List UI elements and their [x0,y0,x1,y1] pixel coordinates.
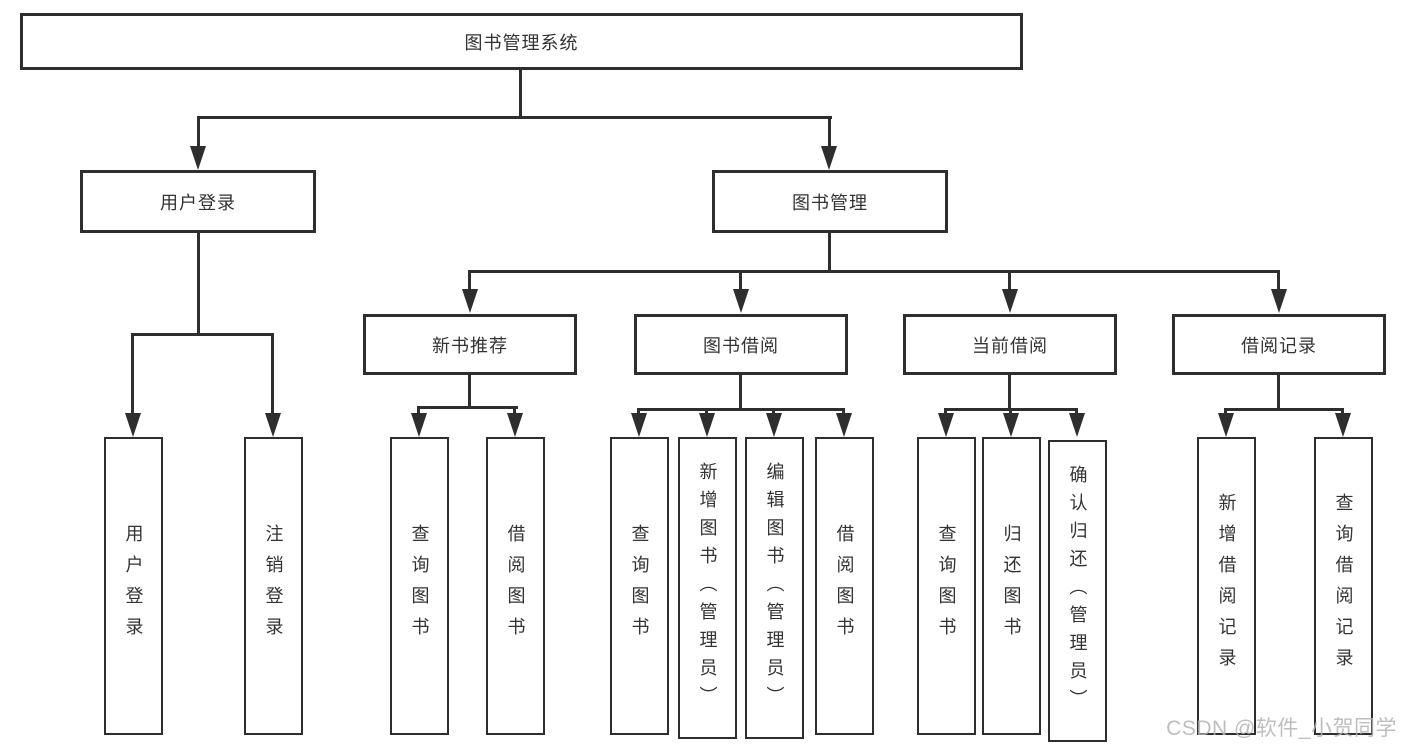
leaf-query-borrow-record: 查询借阅记录 [1314,437,1373,735]
down-arrowhead-icon [1271,289,1287,313]
connector-bookmgmt-stem [828,233,831,273]
node-label: 借阅图书 [505,524,526,648]
connector-bookborrow-stem [739,374,742,411]
node-label: 图书管理系统 [464,32,579,53]
node-new-book-recommend: 新书推荐 [363,314,577,375]
node-label: 图书借阅 [703,335,779,356]
down-arrowhead-icon [1335,413,1351,437]
leaf-add-borrow-record: 新增借阅记录 [1197,437,1256,735]
down-arrowhead-icon [507,413,523,437]
node-library-management-system: 图书管理系统 [20,13,1023,70]
connector-drop-book-borrow [739,270,742,291]
connector-borrowrecords-rail [1224,408,1344,411]
connector-drop-current-borrow [1008,270,1011,291]
down-arrowhead-icon [125,413,141,437]
down-arrowhead-icon [1218,413,1234,437]
down-arrowhead-icon [821,146,837,170]
leaf-logout: 注销登录 [244,437,303,735]
connector-drop-new-book [468,270,471,291]
connector-drop [637,408,640,416]
watermark: CSDN @软件_小贺同学 [1166,717,1397,740]
down-arrowhead-icon [699,413,715,437]
connector-drop-borrow-records [1277,270,1280,291]
node-label: 查询图书 [409,524,430,648]
connector-newbook-stem [468,374,471,409]
down-arrowhead-icon [411,413,427,437]
down-arrowhead-icon [836,413,852,437]
down-arrowhead-icon [766,413,782,437]
node-label: 新增借阅记录 [1216,493,1237,679]
leaf-query-books-borrowing: 查询图书 [610,437,669,735]
node-borrowing-records: 借阅记录 [1172,314,1386,375]
node-label: 查询借阅记录 [1333,493,1354,679]
down-arrowhead-icon [1002,289,1018,313]
down-arrowhead-icon [631,413,647,437]
node-label: 借阅记录 [1241,335,1317,356]
connector-drop [1341,408,1344,416]
connector-drop [705,408,708,416]
node-label: 新书推荐 [432,335,508,356]
connector-drop-user-login [197,116,200,148]
connector-drop-book-management [828,116,831,148]
down-arrowhead-icon [733,289,749,313]
connector-drop [1224,408,1227,416]
connector-borrowrecords-stem [1277,374,1280,411]
connector-bookmgmt-rail [468,270,1280,273]
node-label: 新增图书（管理员） [697,462,718,714]
leaf-query-books-recommend: 查询图书 [390,437,449,735]
connector-root-stem [519,69,522,119]
leaf-add-book-admin: 新增图书（管理员） [678,437,737,739]
connector-userlogin-stem [197,233,200,336]
connector-drop-leaf-user-login [131,333,134,415]
node-book-management: 图书管理 [712,170,948,233]
leaf-borrow-books-borrowing: 借阅图书 [815,437,874,735]
node-book-borrowing: 图书借阅 [634,314,848,375]
connector-currentborrow-stem [1008,374,1011,411]
connector-drop [842,408,845,416]
down-arrowhead-icon [1003,413,1019,437]
connector-drop [944,408,947,416]
down-arrowhead-icon [190,146,206,170]
leaf-user-login: 用户登录 [104,437,163,735]
leaf-edit-book-admin: 编辑图书（管理员） [745,437,804,739]
connector-drop [1009,408,1012,416]
connector-bookborrow-rail [637,408,845,411]
down-arrowhead-icon [462,289,478,313]
connector-drop-leaf-logout [271,333,274,415]
connector-drop [1075,408,1078,416]
connector-newbook-rail [417,406,518,409]
down-arrowhead-icon [265,413,281,437]
node-label: 查询图书 [936,524,957,648]
node-label: 注销登录 [263,524,284,648]
node-label: 查询图书 [629,524,650,648]
node-label: 图书管理 [792,192,868,213]
down-arrowhead-icon [938,413,954,437]
leaf-borrow-books-recommend: 借阅图书 [486,437,545,735]
down-arrowhead-icon [1069,413,1085,437]
node-label: 借阅图书 [834,524,855,648]
connector-root-rail [197,116,832,119]
node-label: 当前借阅 [972,335,1048,356]
node-label: 确认归还（管理员） [1067,465,1088,717]
node-label: 编辑图书（管理员） [764,462,785,714]
node-current-borrowing: 当前借阅 [903,314,1117,375]
node-label: 用户登录 [160,192,236,213]
leaf-return-book: 归还图书 [982,437,1041,735]
node-label: 用户登录 [123,524,144,648]
connector-drop [513,406,516,416]
leaf-confirm-return-admin: 确认归还（管理员） [1048,440,1107,742]
connector-drop [417,406,420,416]
node-user-login: 用户登录 [80,170,316,233]
connector-drop [772,408,775,416]
connector-userlogin-rail [131,333,273,336]
node-label: 归还图书 [1001,524,1022,648]
leaf-query-books-current: 查询图书 [917,437,976,735]
